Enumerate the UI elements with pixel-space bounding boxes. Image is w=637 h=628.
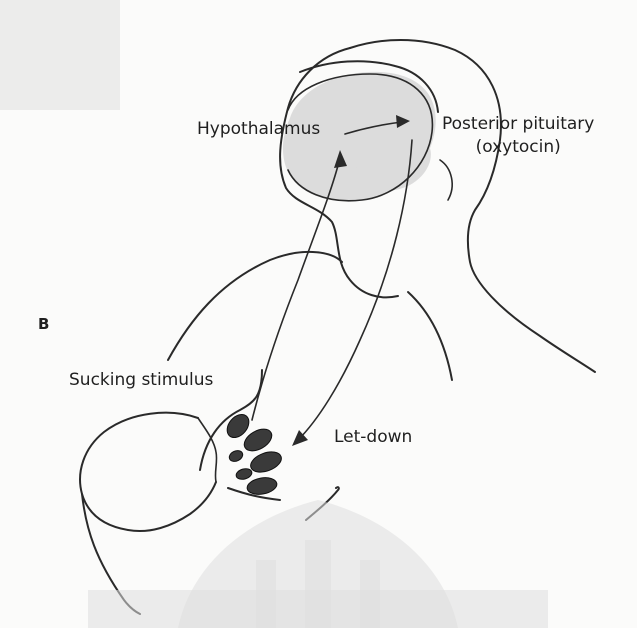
- shoulder-line: [168, 252, 342, 360]
- posterior-pituitary-label: Posterior pituitary (oxytocin): [442, 113, 594, 159]
- ear-line: [440, 160, 452, 200]
- posterior-pituitary-label-line2: (oxytocin): [442, 136, 594, 159]
- arm-line: [408, 292, 452, 380]
- sucking-stimulus-label: Sucking stimulus: [69, 371, 213, 391]
- watermark: [88, 500, 548, 628]
- infant-head-outline: [80, 413, 216, 531]
- panel-letter: B: [38, 316, 49, 333]
- hypothalamus-label: Hypothalamus: [197, 120, 320, 140]
- posterior-pituitary-label-line1: Posterior pituitary: [442, 113, 594, 136]
- let-down-label: Let-down: [334, 428, 412, 448]
- scan-shadow: [0, 0, 120, 110]
- infant-face-line: [198, 418, 217, 482]
- mammary-glands: [223, 410, 284, 496]
- pituitary-shaded-region: [355, 131, 431, 190]
